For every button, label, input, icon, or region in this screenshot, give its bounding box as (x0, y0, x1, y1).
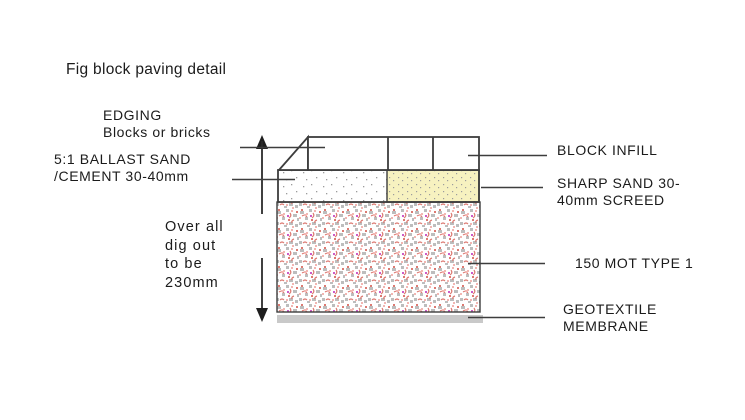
sharp-sand-label-line2: 40mm SCREED (557, 192, 665, 208)
block-paving-row (277, 134, 480, 171)
geotextile-label-line2: MEMBRANE (563, 318, 649, 334)
edging-label: EDGING Blocks or bricks (103, 107, 211, 141)
block-infill-label: BLOCK INFILL (557, 142, 658, 158)
sharp-sand-label: SHARP SAND 30- 40mm SCREED (557, 175, 680, 209)
geotextile-label-line1: GEOTEXTILE (563, 301, 657, 317)
dig-out-dimension (256, 135, 268, 322)
geotextile-label: GEOTEXTILE MEMBRANE (563, 301, 657, 335)
mot-type1-label: 150 MOT TYPE 1 (575, 255, 694, 271)
edging-label-line2: Blocks or bricks (103, 124, 211, 140)
ballast-label-line1: 5:1 BALLAST SAND (54, 151, 191, 167)
callout-leader-lines (232, 146, 547, 319)
ballast-sand-label: 5:1 BALLAST SAND /CEMENT 30-40mm (54, 151, 191, 185)
dig-out-label-line3: to be (165, 256, 203, 272)
geotextile-membrane-strip (277, 315, 483, 323)
mot-type1-layer (276, 201, 481, 313)
sharp-sand-screed-layer (386, 169, 480, 203)
edging-label-line1: EDGING (103, 107, 162, 123)
dig-out-label-line2: dig out (165, 237, 217, 254)
dig-out-label: Over all dig out to be 230mm (165, 218, 224, 292)
figure-title: Fig block paving detail (66, 61, 227, 78)
sharp-sand-label-line1: SHARP SAND 30- (557, 175, 681, 191)
dimension-arrow-down-icon (256, 308, 268, 322)
dig-out-label-line1: Over all (165, 219, 224, 235)
dig-out-label-line4: 230mm (165, 274, 219, 291)
ballast-label-line2: /CEMENT 30-40mm (54, 168, 189, 184)
